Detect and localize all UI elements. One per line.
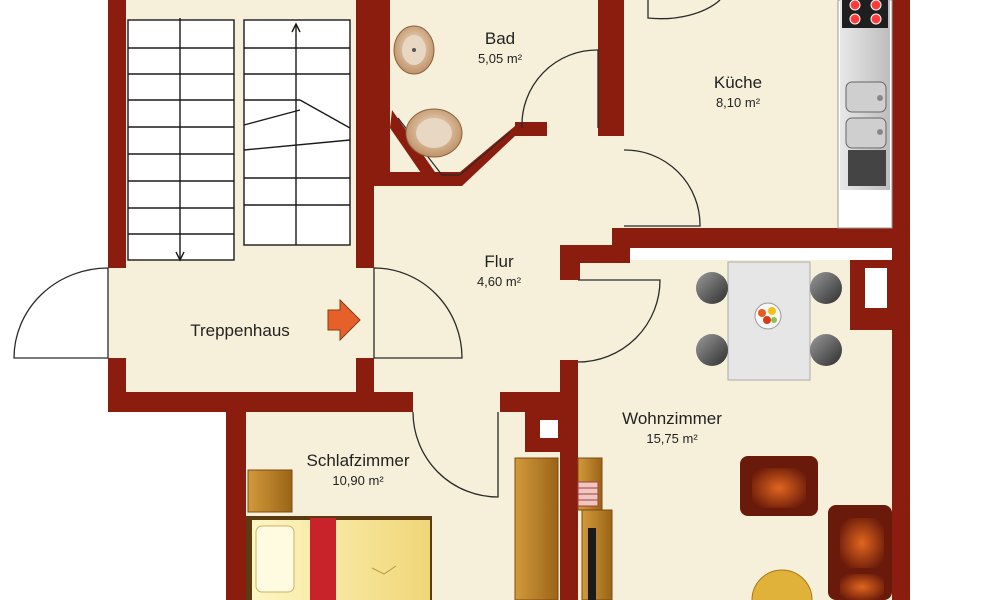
shaft: [540, 420, 558, 438]
room-name-kueche: Küche: [714, 73, 762, 92]
bed-icon: [246, 469, 432, 600]
shaft: [865, 268, 887, 308]
room-area-bad: 5,05 m²: [478, 51, 523, 66]
room-labels: Treppenhaus Bad 5,05 m² Küche 8,10 m² Fl…: [190, 29, 762, 488]
sink-icon: [393, 25, 435, 75]
arrow-icon: [327, 298, 361, 342]
room-area-kueche: 8,10 m²: [716, 95, 761, 110]
room-name-schlafzimmer: Schlafzimmer: [307, 451, 410, 470]
wardrobe-icon: [514, 457, 613, 600]
bathtub-icon: [405, 108, 463, 158]
room-area-flur: 4,60 m²: [477, 274, 522, 289]
room-area-wohnzimmer: 15,75 m²: [646, 431, 698, 446]
bathroom-wall-diagonal: [390, 110, 515, 186]
room-name-bad: Bad: [485, 29, 515, 48]
kitchen-counter: [837, 0, 893, 229]
room-name-wohnzimmer: Wohnzimmer: [622, 409, 722, 428]
stairs-icon: [127, 18, 351, 262]
room-name-treppenhaus: Treppenhaus: [190, 321, 290, 340]
side-table: [751, 569, 813, 600]
fruit-bowl-icon: [754, 302, 782, 330]
doors: [13, 0, 721, 498]
chair-icon: [696, 272, 842, 366]
kitchen-sink-icon: [845, 81, 887, 186]
stove-icon: [842, 0, 888, 28]
armchair-icon: [740, 456, 892, 600]
room-area-schlafzimmer: 10,90 m²: [332, 473, 384, 488]
room-name-flur: Flur: [484, 252, 514, 271]
